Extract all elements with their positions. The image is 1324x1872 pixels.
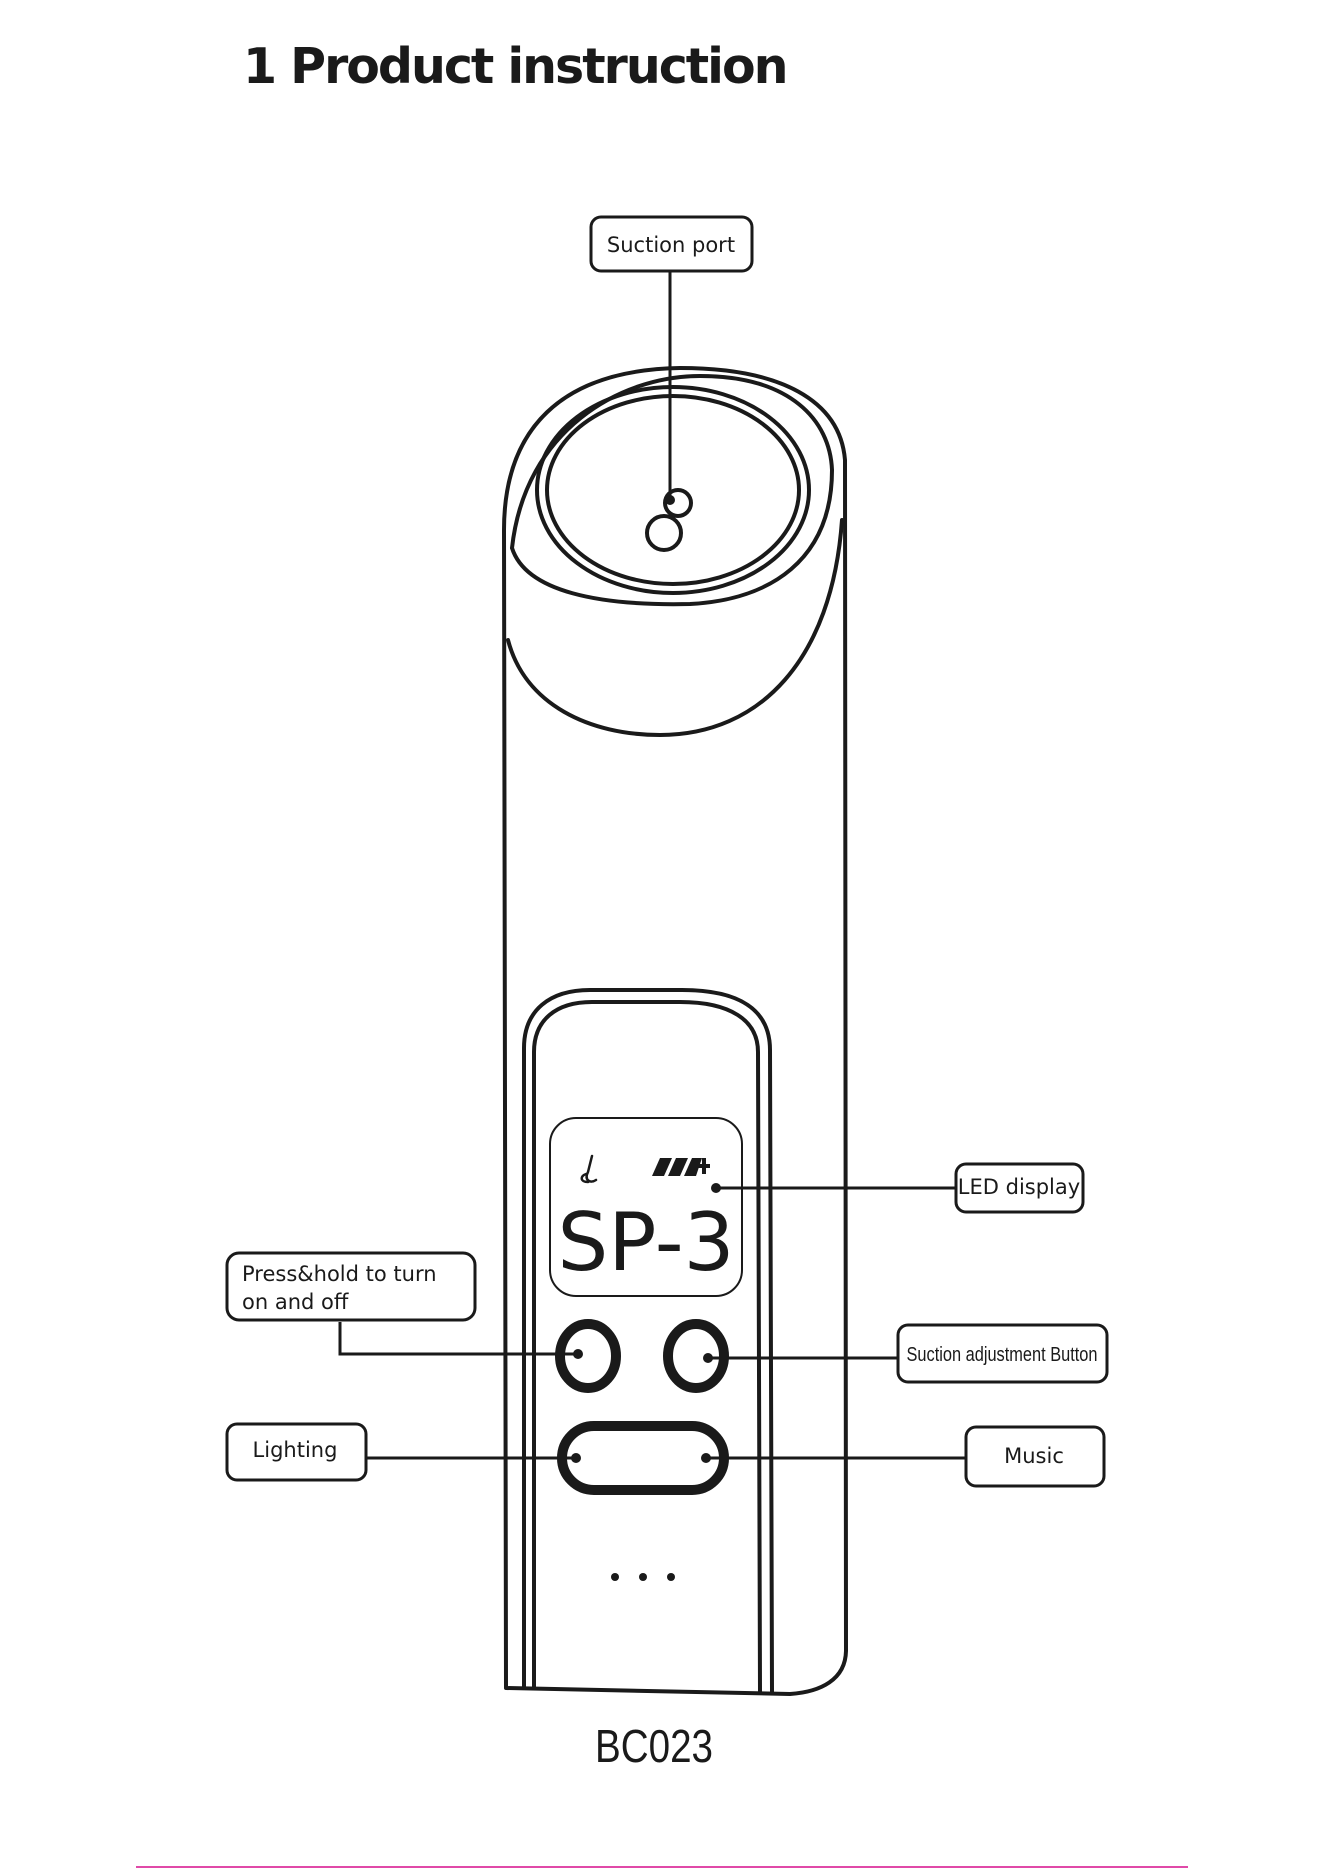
suction-port — [537, 387, 809, 593]
callout-led-display: LED display — [956, 1164, 1083, 1212]
callout-suction-port: Suction port — [591, 217, 752, 271]
callout-music-label: Music — [1004, 1444, 1064, 1468]
device-body — [504, 368, 846, 1694]
callout-lighting-label: Lighting — [253, 1438, 338, 1462]
nose-icon — [582, 1156, 596, 1182]
screen-mode-readout: SP-3 — [557, 1196, 734, 1289]
callout-lighting: Lighting — [227, 1424, 366, 1480]
lighting-music-button[interactable] — [562, 1426, 724, 1490]
suction-hole-lower — [647, 516, 681, 550]
callout-power-line2: on and off — [242, 1290, 349, 1314]
indicator-dots — [611, 1573, 675, 1581]
callout-suction-adjust: Suction adjustment Button — [898, 1325, 1107, 1382]
leader-dots — [571, 495, 721, 1463]
callout-suction-adjust-label: Suction adjustment Button — [907, 1344, 1098, 1366]
callout-led-display-label: LED display — [958, 1175, 1080, 1199]
led-screen: SP-3 — [550, 1118, 742, 1296]
callout-power: Press&hold to turn on and off — [227, 1253, 475, 1320]
callout-music: Music — [966, 1427, 1104, 1486]
callout-suction-port-label: Suction port — [607, 233, 735, 257]
model-code: BC023 — [595, 1720, 713, 1772]
suction-adjust-button[interactable] — [668, 1324, 724, 1388]
battery-icon — [652, 1158, 710, 1176]
power-button[interactable] — [560, 1324, 616, 1388]
device-buttons — [560, 1324, 724, 1490]
footer-rule — [136, 1866, 1188, 1868]
callout-power-line1: Press&hold to turn — [242, 1262, 437, 1286]
